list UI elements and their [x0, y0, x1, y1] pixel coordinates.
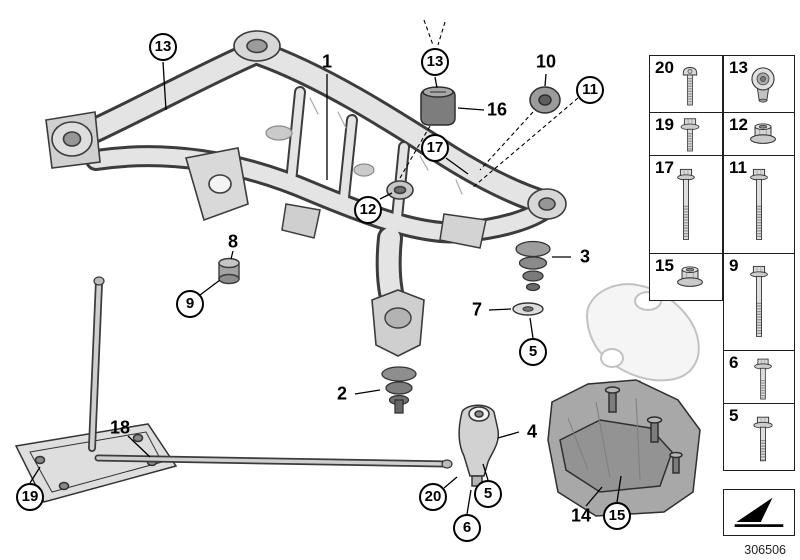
callout-9[interactable]: 9: [176, 290, 204, 318]
diagram-number: 306506: [744, 543, 786, 557]
flange-hex-screw-icon: [675, 117, 705, 155]
legend-cell-12[interactable]: 12: [723, 112, 795, 156]
callout-13[interactable]: 13: [421, 48, 449, 76]
subframe-beams: [61, 39, 561, 327]
long-hex-bolt-icon: [743, 161, 775, 249]
callout-17[interactable]: 17: [421, 134, 449, 162]
legend-cell-15[interactable]: 15: [649, 253, 723, 301]
callout-11[interactable]: 11: [576, 76, 604, 104]
legend-cell-20[interactable]: 20: [649, 55, 723, 113]
callout-13[interactable]: 13: [149, 33, 177, 61]
callout-3[interactable]: 3: [579, 246, 591, 267]
legend-cell-5[interactable]: 5: [723, 403, 795, 471]
bolt-top-view-icon: [746, 65, 780, 109]
rubber-mount-2: [381, 366, 417, 414]
callout-16[interactable]: 16: [486, 99, 508, 120]
flange-nut-icon: [672, 263, 708, 295]
legend-cell-9[interactable]: 9: [723, 253, 795, 351]
legend-part-number: 6: [729, 353, 739, 372]
callout-2[interactable]: 2: [336, 383, 348, 404]
hex-bolt-icon: [747, 412, 779, 468]
callout-19[interactable]: 19: [16, 483, 44, 511]
legend-cell-17[interactable]: 17: [649, 155, 723, 254]
legend-part-number: 13: [729, 58, 748, 77]
push-rod-assembly: [88, 276, 453, 469]
washer-7: [512, 302, 544, 316]
construction-lines: [399, 19, 579, 189]
control-bracket-4: [458, 404, 500, 487]
torx-pan-screw-icon: [675, 66, 705, 108]
frame-brackets: [281, 203, 487, 249]
rubber-mount-16: [420, 86, 456, 126]
hex-bolt-icon: [748, 358, 778, 402]
leader-lines: [29, 61, 622, 515]
callout-6[interactable]: 6: [453, 514, 481, 542]
legend-part-number: 19: [655, 115, 674, 134]
legend-cell-19[interactable]: 19: [649, 112, 723, 156]
legend-part-number: 5: [729, 406, 739, 425]
callout-15[interactable]: 15: [603, 502, 631, 530]
long-hex-bolt-icon: [743, 259, 775, 345]
callout-10[interactable]: 10: [535, 51, 557, 72]
legend-part-number: 9: [729, 256, 739, 275]
protection-plate: [547, 379, 701, 517]
callout-5[interactable]: 5: [474, 480, 502, 508]
center-bracket: [371, 289, 425, 357]
left-lower-bracket: [184, 147, 249, 222]
callout-8[interactable]: 8: [227, 231, 239, 252]
callout-4[interactable]: 4: [526, 421, 538, 442]
direction-arrow-box: [723, 489, 795, 536]
legend-part-number: 11: [729, 158, 747, 177]
callout-5[interactable]: 5: [519, 338, 547, 366]
legend-part-number: 20: [655, 58, 674, 77]
legend-part-number: 12: [729, 115, 748, 134]
rubber-mount-10: [529, 86, 561, 114]
legend-cell-11[interactable]: 11: [723, 155, 795, 254]
direction-arrow-icon: [731, 495, 787, 531]
flange-nut-icon: [745, 120, 781, 152]
legend-part-number: 15: [655, 256, 674, 275]
legend-cell-13[interactable]: 13: [723, 55, 795, 113]
callout-7[interactable]: 7: [471, 299, 483, 320]
legend-part-number: 17: [655, 158, 674, 177]
frame-mounts: [45, 30, 567, 220]
rubber-mount-8: [218, 257, 240, 285]
callout-12[interactable]: 12: [354, 196, 382, 224]
long-hex-bolt-icon: [670, 161, 702, 249]
callout-20[interactable]: 20: [419, 483, 447, 511]
callout-14[interactable]: 14: [570, 505, 592, 526]
ghost-control-arm: [585, 283, 700, 401]
legend-cell-6[interactable]: 6: [723, 350, 795, 404]
callout-1[interactable]: 1: [321, 51, 333, 72]
callout-18[interactable]: 18: [109, 417, 131, 438]
rubber-mount-3: [515, 240, 551, 292]
